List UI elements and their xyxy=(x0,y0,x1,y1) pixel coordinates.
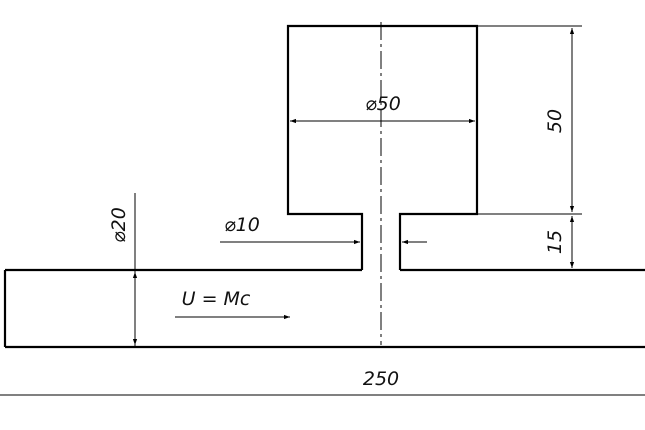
cup-diameter-label: ⌀50 xyxy=(365,93,401,115)
pipe-body xyxy=(3,268,645,349)
cup-body xyxy=(286,24,479,270)
pipe-length-label: 250 xyxy=(363,368,399,390)
flow-label: U = Mc xyxy=(182,288,251,310)
cup-height-label: 50 xyxy=(544,109,566,133)
dimension-labels: ⌀50 50 15 ⌀10 ⌀20 250 U = Mc xyxy=(108,93,566,390)
pipe-diameter-label: ⌀20 xyxy=(108,207,130,243)
gap-height-label: 15 xyxy=(544,230,566,254)
cup-outline xyxy=(286,24,479,270)
orifice-diameter-label: ⌀10 xyxy=(224,214,260,236)
dimension-lines xyxy=(132,28,575,347)
extension-lines xyxy=(0,25,645,396)
